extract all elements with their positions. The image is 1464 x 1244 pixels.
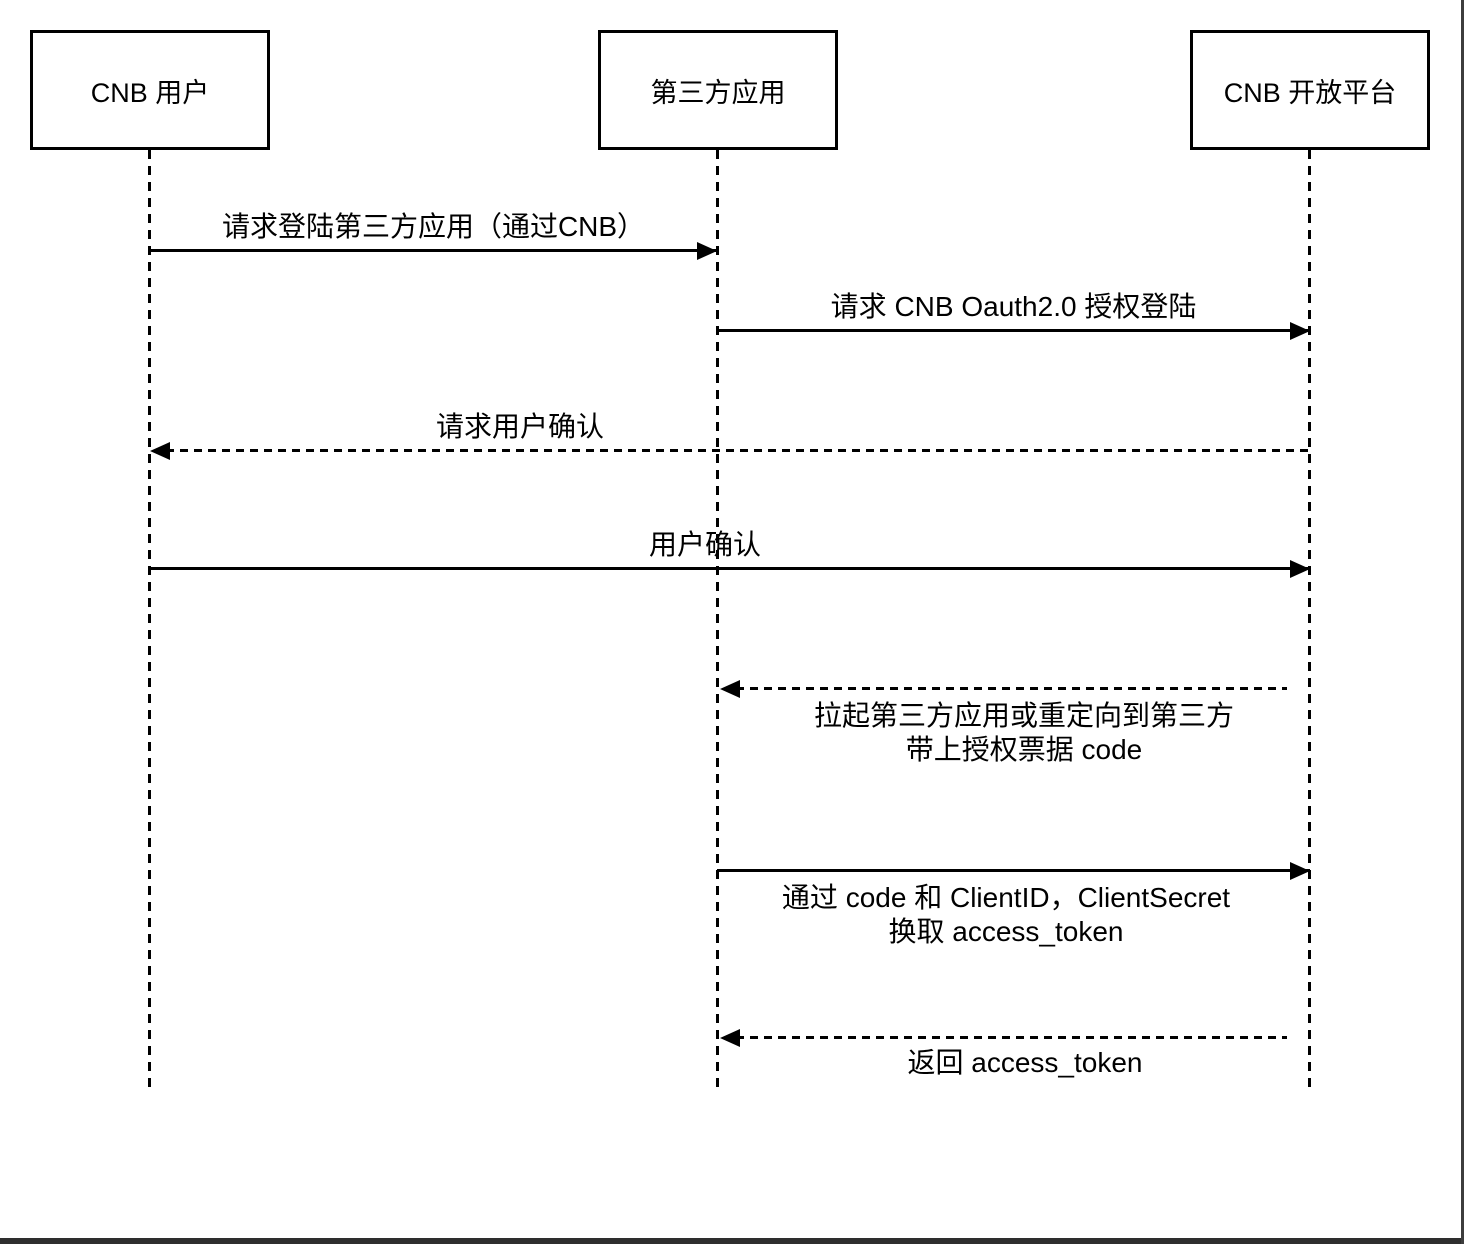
actor-box-third-party-app: 第三方应用 [598,30,838,150]
message-7-arrowhead-left-icon [720,1029,740,1047]
message-2-label: 请求 CNB Oauth2.0 授权登陆 [830,291,1197,322]
message-5-label-line-2: 带上授权票据 code [905,734,1143,765]
message-6-label-line-1: 通过 code 和 ClientID，ClientSecret [781,882,1231,913]
actor-box-cnb-user: CNB 用户 [30,30,270,150]
lifeline-cnb-user [148,150,151,1088]
message-1-label: 请求登陆第三方应用（通过CNB） [221,211,646,242]
message-1-line [150,249,717,252]
message-6-label-line-2: 换取 access_token [888,916,1124,947]
message-6-arrowhead-right-icon [1290,862,1310,880]
message-7-label: 返回 access_token [907,1047,1143,1078]
message-4-arrowhead-right-icon [1290,560,1310,578]
message-6-label: 通过 code 和 ClientID，ClientSecret 换取 acces… [706,881,1306,949]
message-2-line [717,329,1310,332]
message-3-arrowhead-left-icon [150,442,170,460]
actor-label: CNB 开放平台 [1223,77,1397,108]
lifeline-cnb-open-platform [1308,150,1311,1088]
message-7-line [736,1036,1287,1039]
window-edge-right [1461,0,1464,1244]
message-3-line [166,449,1310,452]
message-3-label: 请求用户确认 [435,411,604,442]
message-5-line [736,687,1287,690]
message-5-arrowhead-left-icon [720,680,740,698]
message-4-label: 用户确认 [648,529,761,560]
message-6-line [717,869,1310,872]
message-5-label: 拉起第三方应用或重定向到第三方 带上授权票据 code [724,699,1324,767]
actor-box-cnb-open-platform: CNB 开放平台 [1190,30,1430,150]
message-5-label-line-1: 拉起第三方应用或重定向到第三方 [813,700,1234,731]
lifeline-third-party-app [716,150,719,1088]
message-4-line [150,567,1310,570]
actor-label: 第三方应用 [650,77,786,108]
message-2-arrowhead-right-icon [1290,322,1310,340]
message-1-arrowhead-right-icon [697,242,717,260]
window-edge-bottom [0,1238,1464,1244]
actor-label: CNB 用户 [90,77,210,108]
